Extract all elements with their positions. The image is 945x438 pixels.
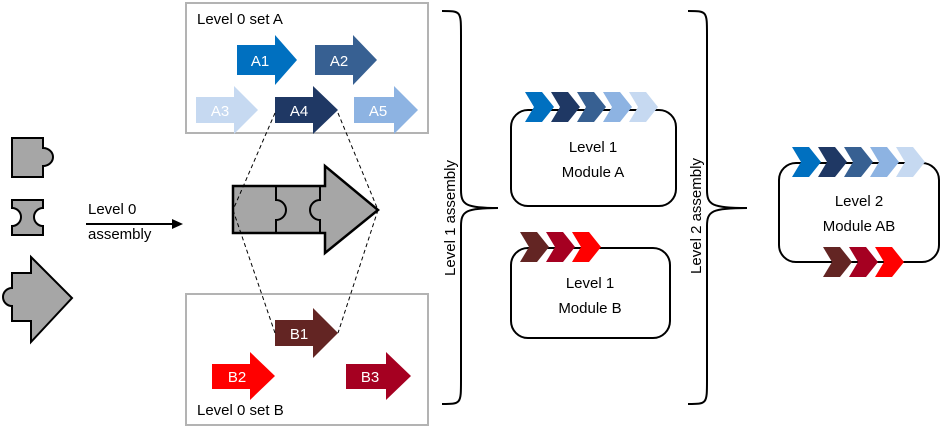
level2-module-ab: Level 2 Module AB (778, 147, 940, 277)
level1-assembly-label: Level 1 assembly (442, 160, 459, 276)
part-a1: A1 (237, 35, 297, 85)
module-ab-line1: Level 2 (835, 193, 883, 210)
part-a5: A5 (354, 86, 418, 134)
level1-module-a: Level 1 Module A (510, 92, 677, 207)
part-b3: B3 (346, 352, 411, 400)
part-b2-label: B2 (228, 369, 246, 386)
level2-assembly-brace: Level 2 assembly (687, 10, 748, 405)
part-b2: B2 (212, 352, 275, 400)
level1-assembly-brace: Level 1 assembly (441, 10, 499, 405)
set-b-title: Level 0 set B (197, 402, 284, 419)
part-a4-label: A4 (290, 103, 308, 120)
level0-assembly-line1: Level 0 (88, 201, 136, 218)
part-a1-label: A1 (251, 53, 269, 70)
level0-assembly-line2: assembly (88, 226, 152, 243)
puzzle-end-arrow-piece-icon (2, 254, 74, 345)
module-a-line2: Module A (562, 164, 625, 181)
puzzle-middle-piece-icon (11, 199, 44, 236)
module-ab-line2: Module AB (823, 218, 896, 235)
module-b-line1: Level 1 (566, 275, 614, 292)
level2-assembly-label: Level 2 assembly (688, 158, 705, 274)
part-b3-label: B3 (361, 369, 379, 386)
part-b1: B1 (275, 308, 338, 358)
set-a-title: Level 0 set A (197, 11, 283, 28)
part-a4: A4 (275, 86, 338, 134)
zoom-lines (232, 112, 379, 334)
part-a2: A2 (315, 35, 377, 85)
part-b1-label: B1 (290, 326, 308, 343)
assembled-level0-part (231, 163, 380, 256)
part-a3-label: A3 (211, 103, 229, 120)
puzzle-start-piece-icon (11, 137, 54, 178)
part-a3: A3 (196, 86, 258, 134)
module-b-line2: Module B (558, 300, 621, 317)
level1-module-b: Level 1 Module B (510, 232, 671, 339)
module-a-line1: Level 1 (569, 139, 617, 156)
level0-assembly-arrow: Level 0 assembly (86, 201, 183, 243)
part-a5-label: A5 (369, 103, 387, 120)
part-a2-label: A2 (330, 53, 348, 70)
